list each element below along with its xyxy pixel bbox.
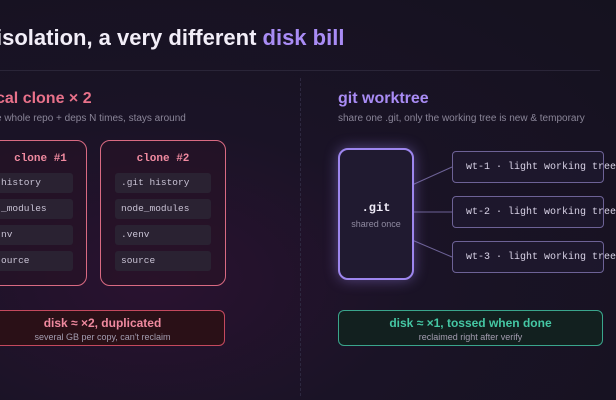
- connector-lines: [411, 166, 453, 258]
- clone-disk-bar: disk ≈ ×2, duplicated several GB per cop…: [0, 310, 225, 346]
- clone-2-card: clone #2 .git history node_modules .venv…: [100, 140, 226, 286]
- clone-heading: cal clone × 2: [0, 90, 92, 107]
- clone-1-row-modules: _modules: [0, 199, 73, 219]
- git-label: .git: [361, 201, 391, 215]
- clone-1-row-venv: nv: [0, 225, 73, 245]
- page-title: isolation, a very different disk bill: [0, 25, 344, 51]
- worktree-1: wt-1 · light working tree: [452, 151, 616, 183]
- worktree-3: wt-3 · light working tree: [452, 241, 616, 273]
- clone-2-row-source: source: [115, 251, 211, 271]
- clone-1-row-git: history: [0, 173, 73, 193]
- connector-wt-1: [411, 166, 453, 186]
- title-main: isolation, a very different: [0, 25, 263, 50]
- worktree-disk-sub: reclaimed right after verify: [418, 332, 523, 342]
- worktree-disk-bar: disk ≈ ×1, tossed when done reclaimed ri…: [338, 310, 603, 346]
- git-sublabel: shared once: [351, 219, 401, 229]
- worktree-2: wt-2 · light working tree: [452, 196, 616, 228]
- worktree-heading: git worktree: [338, 90, 429, 107]
- title-divider: [0, 70, 600, 71]
- clone-2-row-git: .git history: [115, 173, 211, 193]
- clone-disk-sub: several GB per copy, can't reclaim: [34, 332, 171, 342]
- clone-subtitle: e whole repo + deps N times, stays aroun…: [0, 113, 186, 124]
- title-accent: disk bill: [262, 25, 345, 50]
- clone-1-row-source: ource: [0, 251, 73, 271]
- worktree-disk-main: disk ≈ ×1, tossed when done: [389, 316, 552, 330]
- shared-git-box: .git shared once: [338, 148, 414, 280]
- clone-2-row-venv: .venv: [115, 225, 211, 245]
- connector-wt-3: [411, 239, 453, 258]
- clone-2-title: clone #2: [136, 153, 190, 165]
- clone-1-card: clone #1 history _modules nv ource: [0, 140, 87, 286]
- column-divider: [300, 78, 301, 396]
- clone-disk-main: disk ≈ ×2, duplicated: [43, 316, 162, 330]
- clone-2-row-modules: node_modules: [115, 199, 211, 219]
- worktree-subtitle: share one .git, only the working tree is…: [338, 113, 585, 124]
- clone-1-title: clone #1: [14, 153, 67, 165]
